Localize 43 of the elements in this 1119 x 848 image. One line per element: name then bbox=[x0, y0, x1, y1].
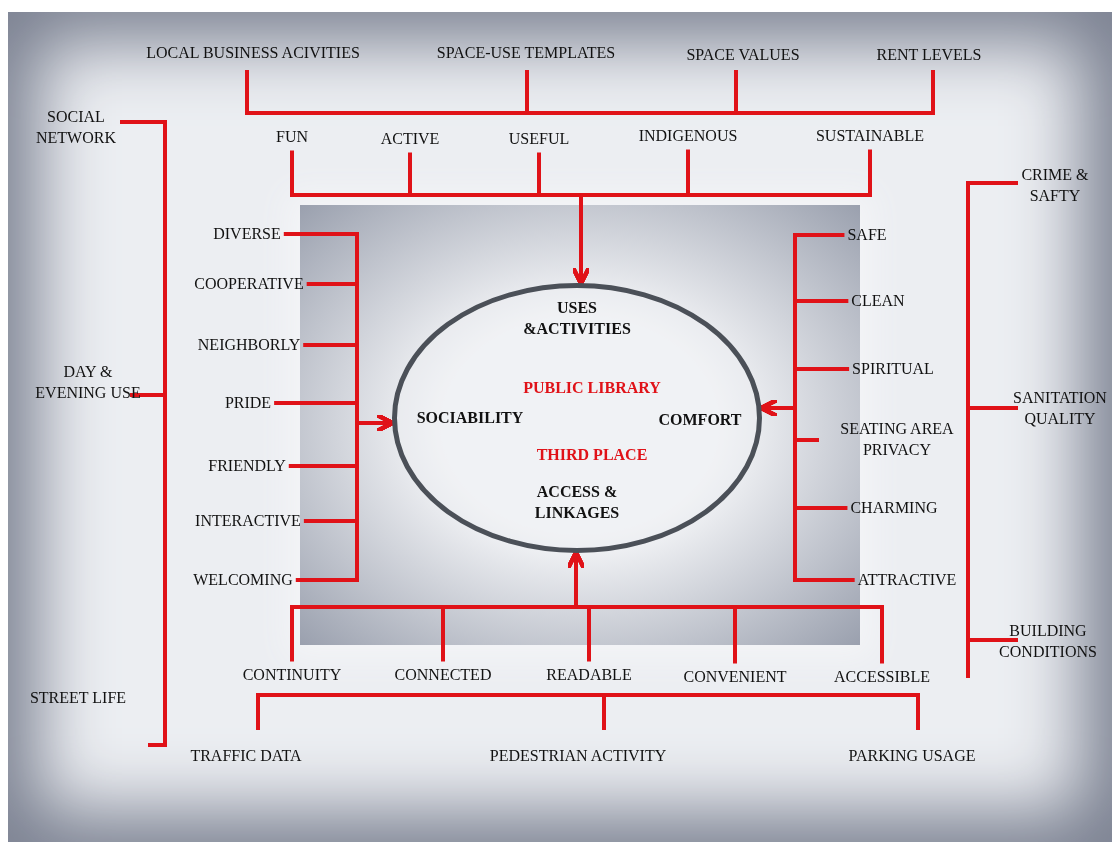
attribute-label: CONVENIENT bbox=[683, 666, 787, 688]
attribute-label: USEFUL bbox=[508, 128, 570, 150]
attribute-label: SPIRITUAL bbox=[852, 358, 934, 380]
attribute-label: SEATING AREA PRIVACY bbox=[822, 419, 972, 461]
attribute-label: FUN bbox=[276, 126, 308, 148]
measure-label: PARKING USAGE bbox=[848, 745, 976, 766]
attribute-label: SUSTAINABLE bbox=[815, 125, 925, 147]
measure-label: CRIME & SAFTY bbox=[1020, 165, 1090, 206]
attribute-label: NEIGHBORLY bbox=[197, 334, 301, 356]
measure-label: STREET LIFE bbox=[29, 687, 127, 708]
attribute-label: DIVERSE bbox=[213, 223, 281, 245]
section-heading: USES &ACTIVITIES bbox=[517, 298, 637, 340]
attribute-label: ACTIVE bbox=[380, 128, 440, 150]
attribute-label: CONNECTED bbox=[394, 664, 492, 686]
measure-label: LOCAL BUSINESS ACIVITIES bbox=[146, 42, 360, 63]
section-heading: SOCIABILITY bbox=[410, 407, 530, 429]
attribute-label: WELCOMING bbox=[193, 569, 293, 591]
attribute-label: CHARMING bbox=[850, 497, 938, 519]
ellipse-text: THIRD PLACE bbox=[536, 444, 648, 465]
attribute-label: CONTINUITY bbox=[242, 664, 342, 686]
measure-label: RENT LEVELS bbox=[876, 44, 982, 65]
attribute-label: INTERACTIVE bbox=[195, 510, 301, 532]
measure-label: SPACE-USE TEMPLATES bbox=[436, 42, 616, 63]
measure-label: DAY & EVENING USE bbox=[34, 362, 142, 403]
measure-label: SOCIAL NETWORK bbox=[35, 107, 117, 148]
section-heading: ACCESS & LINKAGES bbox=[517, 482, 637, 524]
ellipse-text: PUBLIC LIBRARY bbox=[523, 377, 661, 398]
attribute-label: SAFE bbox=[847, 224, 887, 246]
attribute-label: FRIENDLY bbox=[208, 455, 286, 477]
attribute-label: CLEAN bbox=[851, 290, 905, 312]
measure-label: SPACE VALUES bbox=[686, 44, 800, 65]
attribute-label: COOPERATIVE bbox=[194, 273, 304, 295]
measure-label: TRAFFIC DATA bbox=[190, 745, 302, 766]
measure-label: SANITATION QUALITY bbox=[1012, 388, 1108, 429]
attribute-label: PRIDE bbox=[224, 392, 272, 414]
ellipse-node bbox=[392, 283, 762, 553]
section-heading: COMFORT bbox=[640, 409, 760, 431]
attribute-label: ACCESSIBLE bbox=[834, 666, 930, 688]
attribute-label: INDIGENOUS bbox=[638, 125, 738, 147]
measure-label: PEDESTRIAN ACTIVITY bbox=[489, 745, 667, 766]
measure-label: BUILDING CONDITIONS bbox=[998, 621, 1098, 662]
attribute-label: ATTRACTIVE bbox=[857, 569, 957, 591]
attribute-label: READABLE bbox=[546, 664, 632, 686]
